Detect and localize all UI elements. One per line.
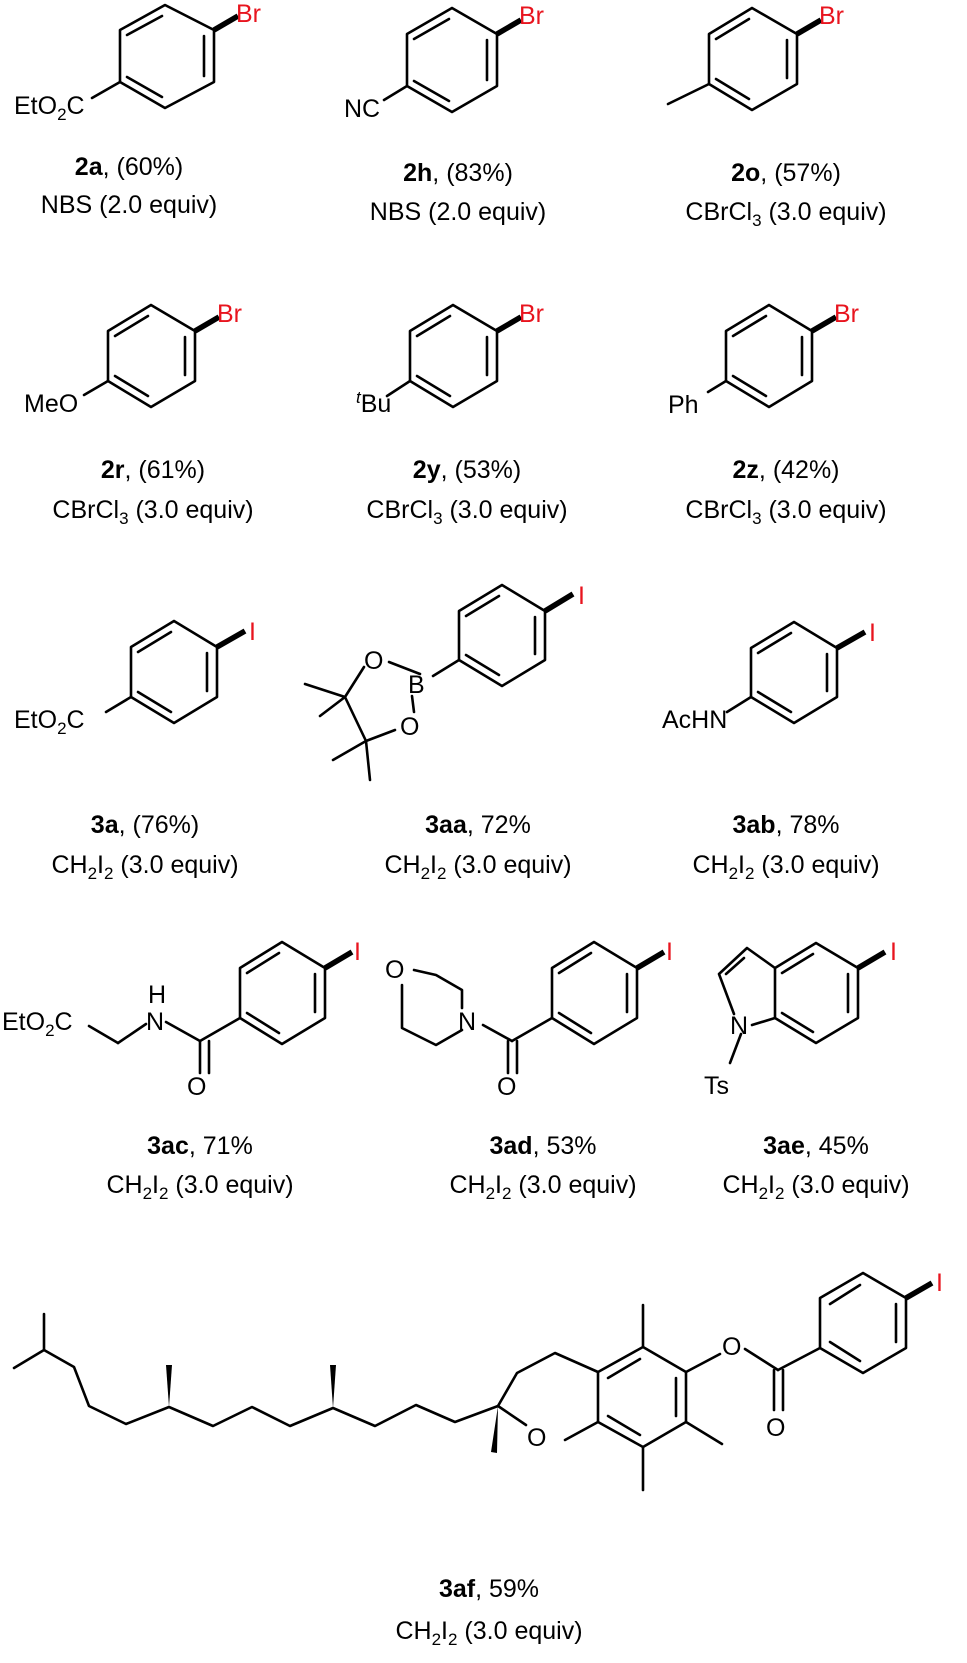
bromine-label: Br [217,300,242,328]
substituent-label: NC [344,95,380,123]
compound-caption: 2r, (61%) [101,456,205,484]
compound-2y: Br tBu 2y, (53%) CBrCl3 (3.0 equiv) [356,300,568,528]
compound-caption: 3ae, 45% [763,1132,869,1160]
stereo-wedge [491,1406,498,1453]
reagent-caption: CBrCl3 (3.0 equiv) [366,496,567,528]
compound-3af: I O O O 3af, 59% CH2I2 (3.0 equiv) [12,1269,943,1649]
reagent-caption: CH2I2 (3.0 equiv) [51,851,238,883]
substituent-label: EtO2C [14,706,85,738]
substituent-label: tBu [356,388,391,418]
compound-3ad: I O N O 3ad, 53% CH2I2 (3.0 equiv) [385,938,673,1203]
benzene-ring [725,620,867,725]
nitrogen-label: N [146,1008,164,1036]
reagent-caption: NBS (2.0 equiv) [41,191,217,219]
compound-3ae: I N Ts 3ae, 45% CH2I2 (3.0 equiv) [704,938,910,1203]
benzene-ring [431,583,575,688]
compound-2o: Br 2o, (57%) CBrCl3 (3.0 equiv) [666,2,887,230]
compound-caption: 3af, 59% [439,1575,539,1603]
reagent-caption: CBrCl3 (3.0 equiv) [685,496,886,528]
oxygen-label: O [385,956,404,984]
compound-caption: 2a, (60%) [75,153,183,181]
compound-caption: 2o, (57%) [731,159,841,187]
compound-2a: Br EtO2C 2a, (60%) NBS (2.0 equiv) [14,0,261,219]
iodine-label: I [354,938,361,966]
compound-2r: Br MeO 2r, (61%) CBrCl3 (3.0 equiv) [24,300,254,528]
oxygen-label: O [187,1073,206,1101]
substituent-label: EtO2C [2,1008,73,1040]
stereo-wedge [166,1365,172,1407]
bromine-label: Br [819,2,844,30]
compound-3aa: O B O I 3aa, 72% CH2I2 (3.0 equiv) [303,582,585,883]
morpholine-amide [400,968,554,1075]
reagent-caption: NBS (2.0 equiv) [370,198,546,226]
reagent-caption: CBrCl3 (3.0 equiv) [685,198,886,230]
stereo-wedge [330,1365,336,1408]
nitrogen-label: N [730,1012,748,1040]
substituent-label: Ts [704,1072,729,1100]
reagent-caption: CH2I2 (3.0 equiv) [692,851,879,883]
benzene-ring [104,619,247,725]
iodine-label: I [869,619,876,647]
iodine-label: I [666,938,673,966]
bromine-label: Br [519,2,544,30]
benzene-ring [666,6,823,112]
boron-label: B [408,671,425,699]
bromine-label: Br [834,300,859,328]
reagent-caption: CH2I2 (3.0 equiv) [384,851,571,883]
hydrogen-label: H [148,981,166,1009]
benzene-ring [385,303,523,409]
compound-3ab: I AcHN 3ab, 78% CH2I2 (3.0 equiv) [662,619,880,883]
reagent-caption: CH2I2 (3.0 equiv) [395,1617,582,1649]
iodine-label: I [578,582,585,610]
pinacol-boronate [303,660,422,782]
oxygen-label: O [364,647,383,675]
oxygen-label: O [527,1424,546,1452]
compound-caption: 3a, (76%) [91,811,199,839]
oxygen-label: O [400,713,419,741]
benzene-ring [82,303,221,409]
benzene-ring [550,940,666,1046]
oxygen-label: O [722,1333,741,1361]
reagent-caption: CH2I2 (3.0 equiv) [722,1171,909,1203]
indole-ring [717,941,887,1065]
compound-caption: 3ad, 53% [489,1132,596,1160]
reagent-caption: CBrCl3 (3.0 equiv) [52,496,253,528]
benzene-ring [238,940,354,1046]
reagent-caption: CH2I2 (3.0 equiv) [106,1171,293,1203]
iodine-label: I [890,938,897,966]
glycine-amide-chain [87,1016,242,1075]
bromine-label: Br [236,0,261,28]
phytyl-chain [12,1312,500,1428]
iodine-label: I [249,618,256,646]
chromane-core [491,1303,724,1492]
compound-caption: 3aa, 72% [425,811,531,839]
benzene-ring [382,6,523,114]
compound-3a: I EtO2C 3a, (76%) CH2I2 (3.0 equiv) [14,618,256,883]
compound-caption: 2z, (42%) [733,456,840,484]
bromine-label: Br [519,300,544,328]
oxygen-label: O [497,1073,516,1101]
compound-2z: Br Ph 2z, (42%) CBrCl3 (3.0 equiv) [668,300,887,528]
substituent-label: Ph [668,391,699,419]
compound-caption: 2h, (83%) [403,159,513,187]
nitrogen-label: N [458,1008,476,1036]
reagent-caption: CH2I2 (3.0 equiv) [449,1171,636,1203]
substituent-label: MeO [24,390,78,418]
substituent-label: EtO2C [14,92,85,124]
iodine-label: I [936,1269,943,1297]
iodobenzoate [743,1271,934,1412]
benzene-ring [706,303,838,409]
compound-2h: Br NC 2h, (83%) NBS (2.0 equiv) [344,2,546,226]
substituent-label: AcHN [662,706,727,734]
compound-caption: 3ab, 78% [732,811,839,839]
oxygen-label: O [766,1414,785,1442]
benzene-ring [90,3,240,110]
compound-caption: 3ac, 71% [147,1132,253,1160]
compound-3ac: I H N O EtO2C 3ac, 71% CH2I2 (3.0 equiv) [2,938,361,1203]
compound-caption: 2y, (53%) [413,456,521,484]
